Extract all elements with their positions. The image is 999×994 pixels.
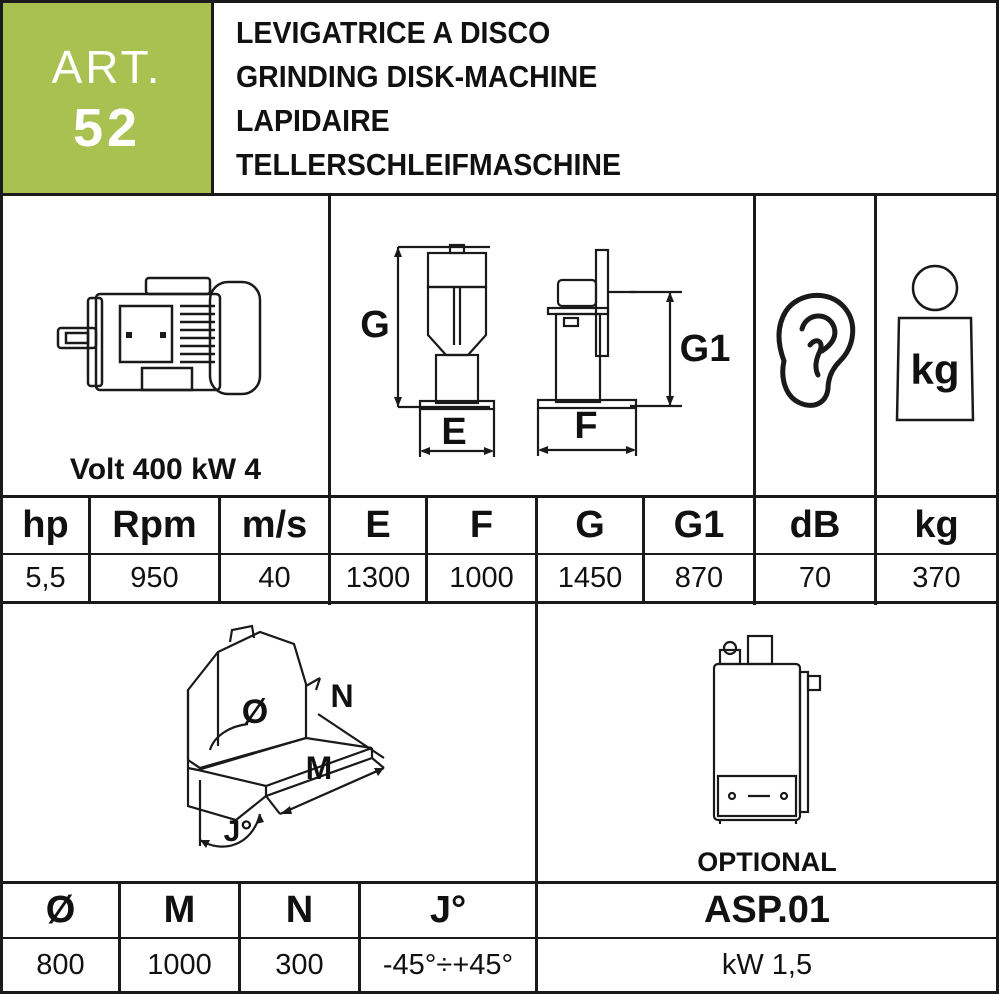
weight-icon (895, 264, 975, 422)
title-de: TELLERSCHLEIFMASCHINE (236, 147, 622, 182)
spec-value-db: 70 (798, 561, 832, 594)
divider (0, 193, 999, 196)
divider (425, 497, 428, 603)
disc-value-diameter: 800 (36, 948, 85, 981)
dimension-f-label: F (574, 404, 598, 447)
divider (0, 937, 999, 939)
divider (118, 883, 121, 994)
spec-header-f: F (469, 504, 494, 546)
spec-header-g: G (575, 504, 605, 546)
divider (535, 603, 538, 994)
disc-diameter-label: Ø (241, 692, 269, 731)
spec-header-kg: kg (914, 504, 959, 546)
motor-icon (56, 276, 262, 396)
divider (642, 497, 645, 603)
dimension-g-label: G (360, 303, 390, 346)
spec-header-db: dB (789, 504, 841, 546)
divider (0, 553, 999, 555)
dimension-e-label: E (441, 410, 467, 453)
disc-header-diameter: Ø (45, 889, 76, 931)
disc-table-diagram-icon (186, 624, 385, 848)
title-fr: LAPIDAIRE (236, 103, 390, 138)
spec-value-e: 1300 (345, 561, 411, 594)
disc-m-label: M (305, 749, 333, 786)
disc-angle-label: J° (223, 815, 253, 848)
divider (358, 883, 361, 994)
spec-header-hp: hp (22, 504, 69, 546)
optional-label: OPTIONAL (697, 846, 837, 877)
ear-icon (776, 292, 856, 408)
disc-header-angle: J° (429, 889, 467, 931)
optional-power: kW 1,5 (721, 948, 813, 981)
divider (0, 495, 999, 498)
article-badge (3, 3, 211, 193)
title-en: GRINDING DISK-MACHINE (236, 59, 598, 94)
spec-header-rpm: Rpm (112, 504, 197, 546)
spec-value-g: 1450 (557, 561, 623, 594)
divider (535, 497, 538, 603)
spec-value-rpm: 950 (130, 561, 179, 594)
aspirator-icon (712, 634, 822, 824)
disc-header-m: M (163, 889, 196, 931)
disc-value-n: 300 (275, 948, 324, 981)
divider (88, 497, 91, 603)
spec-value-ms: 40 (258, 561, 291, 594)
divider (874, 195, 877, 605)
title-it: LEVIGATRICE A DISCO (236, 15, 551, 50)
machine-side-view-icon (536, 248, 682, 456)
divider (753, 195, 756, 605)
spec-header-ms: m/s (241, 504, 308, 546)
divider (0, 601, 999, 604)
divider (211, 0, 214, 195)
article-label: ART. (51, 41, 163, 93)
article-number: 52 (72, 98, 142, 158)
spec-value-f: 1000 (449, 561, 514, 594)
optional-code: ASP.01 (703, 889, 831, 931)
spec-header-g1: G1 (673, 504, 725, 546)
weight-icon-label: kg (910, 346, 960, 393)
divider (0, 881, 999, 884)
disc-header-n: N (285, 889, 314, 931)
motor-caption: Volt 400 kW 4 (69, 453, 262, 486)
spec-value-kg: 370 (912, 561, 961, 594)
divider (238, 883, 241, 994)
divider (328, 195, 331, 605)
spec-value-hp: 5,5 (25, 561, 66, 594)
spec-value-g1: 870 (674, 561, 724, 594)
dimension-g1-label: G1 (679, 327, 731, 370)
divider (218, 497, 221, 603)
disc-n-label: N (330, 677, 354, 714)
machine-front-view-icon (394, 243, 496, 457)
disc-value-m: 1000 (147, 948, 212, 981)
spec-header-e: E (365, 504, 391, 546)
disc-value-angle: -45°÷+45° (382, 948, 514, 981)
